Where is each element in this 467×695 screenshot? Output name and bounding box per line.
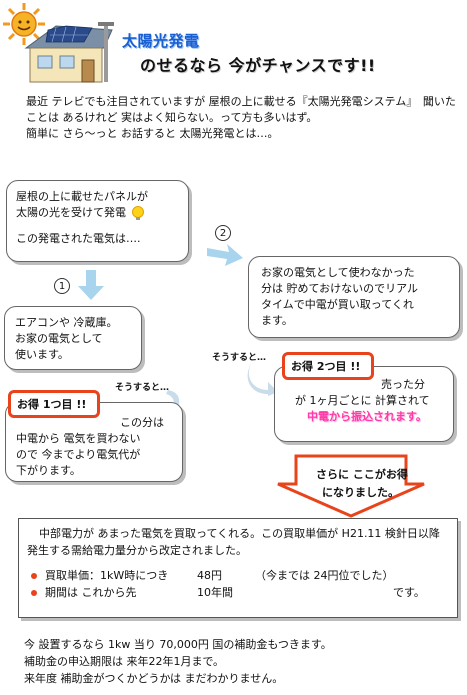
- step-number-2: 2: [215, 225, 231, 241]
- price-note: （今までは 24円位でした）: [255, 569, 394, 582]
- panel-explanation-box: 屋根の上に載せたパネルが 太陽の光を受けて発電 この発電された電気は….: [6, 180, 189, 262]
- home-use-line: お家の電気として: [15, 332, 103, 345]
- page-title: 太陽光発電: [122, 32, 200, 50]
- benefit-one-badge: お得 1つ目 !!: [8, 390, 100, 418]
- info-paragraph: 中部電力が あまった電気を買取ってくれる。この買取単価が H21.11 検針日以…: [27, 527, 440, 557]
- purchase-price-info-box: 中部電力が あまった電気を買取ってくれる。この買取単価が H21.11 検針日以…: [18, 518, 458, 618]
- sell-line: タイムで中電が買い取ってくれ: [261, 298, 414, 311]
- sell-line: お家の電気として使わなかった: [261, 266, 415, 279]
- benefit-two-line: が 1ヶ月ごとに 計算されて: [295, 394, 430, 407]
- page-subtitle: のせるなら 今がチャンスです!!: [140, 56, 376, 75]
- sun-illustration: [3, 3, 45, 45]
- footer-line: 補助金の申込期限は 来年22年1月まで。: [24, 655, 225, 668]
- benefit-two-line: 売った分: [381, 378, 425, 391]
- bullet-icon: [31, 589, 37, 596]
- panel-line: 太陽の光を受けて発電: [16, 205, 179, 221]
- benefit-one-line: 下がります。: [16, 464, 81, 477]
- intro-paragraph: 最近 テレビでも注目されていますが 屋根の上に載せる『太陽光発電システム』 聞い…: [26, 95, 456, 124]
- benefit-two-highlight: 中電から振込されます。: [307, 410, 427, 423]
- subsidy-notes: 今 設置するなら 1kw 当り 70,000円 国の補助金もつきます。 補助金の…: [24, 636, 332, 687]
- benefit-one-line: 中電から 電気を買わない: [16, 432, 141, 445]
- then-label-left: そうすると…: [115, 383, 170, 393]
- panel-line: 屋根の上に載せたパネルが: [16, 190, 148, 203]
- home-use-line: エアコンや 冷蔵庫。: [15, 316, 118, 329]
- home-use-line: 使います。: [15, 348, 69, 361]
- period-label: 期間は これから先: [45, 586, 137, 599]
- arrow-right-down-icon: [207, 244, 243, 266]
- benefit-two-badge: お得 2つ目 !!: [282, 352, 374, 380]
- sell-line: 分は 貯めておけないのでリアル: [261, 282, 419, 295]
- home-use-box: エアコンや 冷蔵庫。 お家の電気として 使います。: [4, 306, 142, 370]
- sell-electricity-box: お家の電気として使わなかった 分は 貯めておけないのでリアル タイムで中電が買い…: [248, 256, 460, 338]
- step-number-1: 1: [54, 278, 70, 294]
- then-label-right: そうすると…: [212, 353, 267, 363]
- price-row: 買取単価：1kW時につき 48円 （今までは 24円位でした）: [27, 567, 449, 584]
- curved-arrow-icon: [247, 362, 278, 396]
- sell-line: ます。: [261, 314, 293, 327]
- price-value: 48円: [197, 569, 222, 582]
- intro-lead: 簡単に さら～っと お話すると 太陽光発電とは…。: [26, 127, 279, 140]
- lightbulb-icon: [131, 206, 144, 220]
- callout-line: さらに ここがお得: [316, 468, 408, 481]
- panel-line: この発電された電気は….: [16, 232, 141, 245]
- callout-line: になりました。: [322, 486, 399, 499]
- arrow-down-icon: [78, 270, 104, 300]
- period-note: です。: [393, 586, 425, 599]
- callout-arrow-icon: [277, 454, 425, 518]
- bullet-icon: [31, 572, 37, 579]
- footer-line: 今 設置するなら 1kw 当り 70,000円 国の補助金もつきます。: [24, 638, 332, 651]
- benefit-one-line: この分は: [120, 416, 164, 429]
- house-illustration: [24, 22, 114, 83]
- benefit-one-line: ので 今までより電気代が: [16, 448, 141, 461]
- intro-text: 最近 テレビでも注目されていますが 屋根の上に載せる『太陽光発電システム』 聞い…: [14, 94, 458, 142]
- footer-line: 来年度 補助金がつくかどうかは まだわかりません。: [24, 672, 284, 685]
- period-row: 期間は これから先 10年間 です。: [27, 584, 449, 601]
- price-label: 買取単価：1kW時につき: [45, 569, 169, 582]
- period-value: 10年間: [197, 586, 233, 599]
